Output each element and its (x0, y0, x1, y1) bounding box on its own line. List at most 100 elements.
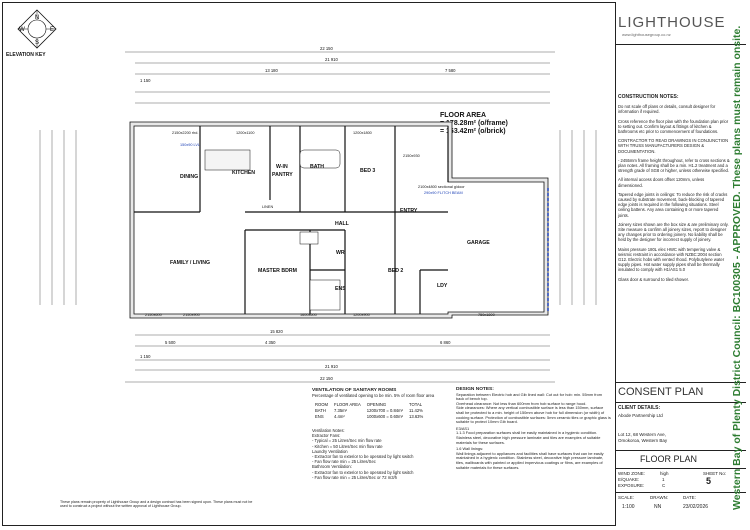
date-value: 23/02/2026 (683, 504, 709, 510)
bath-tub (299, 149, 341, 169)
wind-zone-value: high (660, 471, 669, 476)
construction-note: Cross reference the floor plan with the … (618, 118, 729, 135)
vent-sub: Percentage of ventilated opening to be m… (312, 393, 435, 399)
opening-w9: 2150x930 (403, 154, 420, 158)
room-linen: LINEN (262, 205, 273, 209)
construction-note: Joinery sizes shown are the box size & a… (618, 221, 729, 243)
client-line: Lot 12, 68 Western Ave, (618, 432, 666, 437)
vent-note: Extractor Fans: (312, 433, 341, 439)
opening-w5: 2150x900 (183, 313, 200, 317)
shower (309, 279, 341, 311)
design-notes: DESIGN NOTES: Separation between Electri… (456, 387, 611, 470)
dim-d-bottom: 6 860 (440, 340, 451, 345)
room-hall: HALL (335, 221, 350, 227)
vent-note: - Fan flow rate min = 25 Litres/Sec or 7… (312, 474, 398, 480)
dim-b2-top: 13 180 (265, 68, 278, 73)
room-pantry: PANTRY (272, 172, 293, 178)
vent-head-total: TOTAL (409, 402, 423, 407)
room-master: MASTER BDRM (258, 268, 297, 274)
beam-flitch: 290x90 FLITCH BEAM (424, 191, 463, 195)
vent-cell: 4.4m² (334, 414, 345, 419)
tb-divider (615, 44, 746, 45)
company-url: www.lighthousegroup.co.nz (622, 32, 671, 37)
sheet-no-value: 5 (706, 476, 712, 486)
design-note: Wall linings adjacent to appliances and … (456, 450, 604, 470)
room-garage: GARAGE (467, 240, 490, 246)
room-bed3: BED 3 (360, 168, 375, 174)
vent-cell: 11.42% (409, 408, 423, 413)
tb-divider (615, 468, 746, 469)
vent-notes: Ventilation Notes: Extractor Fans: - Typ… (312, 428, 452, 480)
vent-table-head: ROOM FLOOR AREA OPENING TOTAL (312, 402, 426, 408)
vent-cell: ENS (315, 414, 324, 419)
opening-w7: 1200x900 (353, 313, 370, 317)
room-bed2: BED 2 (388, 268, 403, 274)
construction-title: CONSTRUCTION NOTES: (618, 94, 679, 100)
tb-divider (615, 402, 746, 403)
construction-note: CONTRACTOR TO READ DRAWINGS IN CONJUNCTI… (618, 138, 729, 154)
floor-area-frame: = 178.28m² (o/frame) (440, 120, 508, 127)
vent-cell: 1000x600 = 0.60m² (366, 414, 403, 419)
vent-head-room: ROOM (315, 402, 329, 407)
design-title: DESIGN NOTES: (456, 387, 494, 392)
opening-w3: 1200x1800 (353, 131, 372, 135)
construction-notes: CONSTRUCTION NOTES: Do not scale off pla… (618, 94, 730, 286)
side-dimensions (39, 130, 597, 305)
drawn-value: NN (654, 504, 662, 510)
dim-overall-bottom: 22 150 (320, 376, 333, 381)
vent-title: VENTILATION OF SANITARY ROOMS (312, 388, 397, 393)
vent-note: Ventilation Notes: (312, 428, 345, 433)
eq-value: 1 (662, 477, 665, 482)
room-family: FAMILY / LIVING (170, 260, 210, 266)
dim-b1-top: 1 150 (140, 78, 151, 83)
vent-note: Bathroom Ventilation: (312, 464, 352, 470)
sheet-no-label: SHEET No: (703, 471, 727, 476)
scale-value: 1:100 (622, 504, 635, 510)
compass-w: W (19, 27, 25, 33)
floor-area-brick: = 163.42m² (o/brick) (440, 128, 506, 135)
design-note: 1.6 Wall linings: (456, 446, 484, 452)
dim-b3-top: 7 580 (445, 68, 456, 73)
date-label: DATE: (683, 495, 696, 500)
vent-row-bath: BATH 7.35m² 1200x700 = 0.84m² 11.42% (312, 408, 426, 414)
construction-note: - 2455mm frame height throughout, refer … (618, 157, 730, 174)
room-kitchen: KITCHEN (232, 170, 255, 176)
vent-head-opening: OPENING (366, 402, 387, 407)
opening-w8: 750x1800 (478, 313, 495, 317)
floor-area-title: FLOOR AREA (440, 112, 487, 119)
vent-note: - Fan flow rate min = 25 Litres/Sec (312, 459, 376, 465)
compass-s: S (35, 40, 39, 46)
dim-overall-top: 22 150 (320, 46, 333, 51)
opening-w2: 1200x1100 (236, 131, 255, 135)
tb-divider (615, 450, 746, 451)
wc-fixture (299, 231, 319, 245)
dim-c-bottom: 4 350 (265, 340, 276, 345)
tb-divider (615, 492, 746, 493)
scale-label: SCALE: (618, 495, 635, 500)
dim-e-bottom: 1 150 (140, 354, 151, 359)
sheet-title: FLOOR PLAN (640, 454, 698, 464)
vent-note: Laundry Ventilation (312, 448, 348, 454)
construction-note: Tapered edge joints in ceilings: To redu… (618, 191, 728, 218)
top-dimensions: 22 150 21 910 13 180 7 580 1 150 (125, 46, 555, 104)
opening-w4: 2150x600 (145, 313, 162, 317)
garage-door-label: 2100x4800 sectional g/door (418, 185, 465, 189)
vent-note: - Extractor fan to exterior to be operat… (312, 469, 414, 475)
vent-note: - Typical = 25 Litres/Sec min flow rate (312, 438, 382, 444)
dim-frame-top: 21 910 (325, 57, 338, 62)
vent-cell: 1200x700 = 0.84m² (366, 408, 403, 413)
construction-note: Glass door & surround to tiled shower. (618, 276, 689, 282)
vent-notes-title: VENTILATION OF SANITARY ROOMS Percentage… (312, 388, 452, 398)
drawn-label: DRAWN: (650, 495, 669, 500)
beam-lvl: 150x90 LVL (180, 143, 200, 147)
exposure-value: C (662, 483, 666, 488)
footer-note: These plans remain property of Lighthous… (60, 500, 253, 509)
wind-zone-label: WIND ZONE: (618, 471, 645, 476)
eq-label: E/QUAKE: (618, 477, 640, 482)
room-bath: BATH (310, 164, 324, 170)
compass-icon: N E S W (17, 9, 57, 49)
vent-row-ens: ENS 4.4m² 1000x600 = 0.60m² 13.63% (312, 414, 426, 420)
room-ens: ENS (335, 286, 346, 292)
client-line: Omokoroa, Western Bay (618, 438, 668, 443)
dim-a-bottom: 15 820 (270, 329, 283, 334)
